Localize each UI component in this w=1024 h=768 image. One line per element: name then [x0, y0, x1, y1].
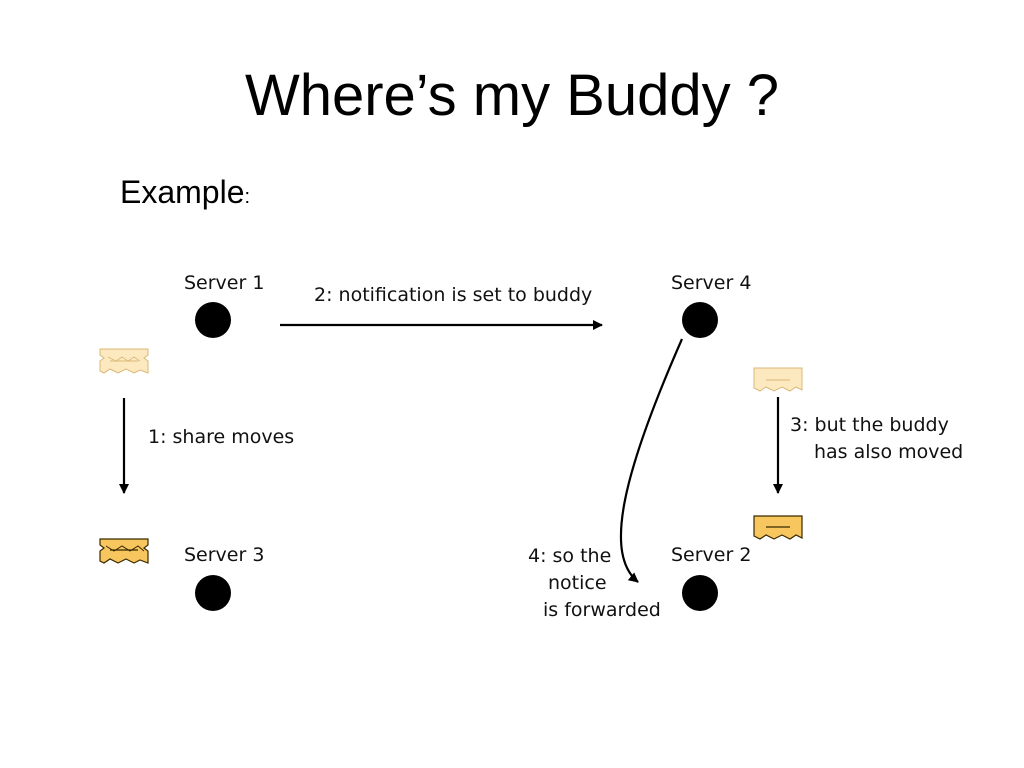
notice-light-icon-2: [753, 367, 803, 392]
server-4-node: [682, 302, 718, 338]
subtitle-colon: :: [244, 186, 251, 208]
server-1-node: [195, 302, 231, 338]
slide-title: Where’s my Buddy ?: [244, 63, 780, 128]
server-2-label: Server 2: [671, 544, 751, 566]
notice-dark-icon: [99, 538, 149, 564]
step-3-label-line2: has also moved: [814, 441, 963, 463]
notice-dark-icon-2: [753, 515, 803, 540]
step-1-label: 1: share moves: [148, 426, 294, 448]
subtitle-text: Example: [120, 174, 245, 210]
server-3-label: Server 3: [184, 544, 264, 566]
server-2-node: [682, 575, 718, 611]
server-3-node: [195, 575, 231, 611]
slide-subtitle: Example:: [120, 174, 250, 211]
step-3-label-line1: 3: but the buddy: [790, 414, 949, 436]
server-1-label: Server 1: [184, 272, 264, 294]
notice-light-icon: [99, 348, 149, 374]
step-4-label-line3: is forwarded: [543, 599, 661, 621]
step-4-label-line2: notice: [548, 572, 607, 594]
arrow-forwarded: [619, 338, 684, 583]
step-4-label-line1: 4: so the: [528, 545, 611, 567]
step-2-label: 2: notification is set to buddy: [314, 284, 592, 306]
server-4-label: Server 4: [671, 272, 751, 294]
